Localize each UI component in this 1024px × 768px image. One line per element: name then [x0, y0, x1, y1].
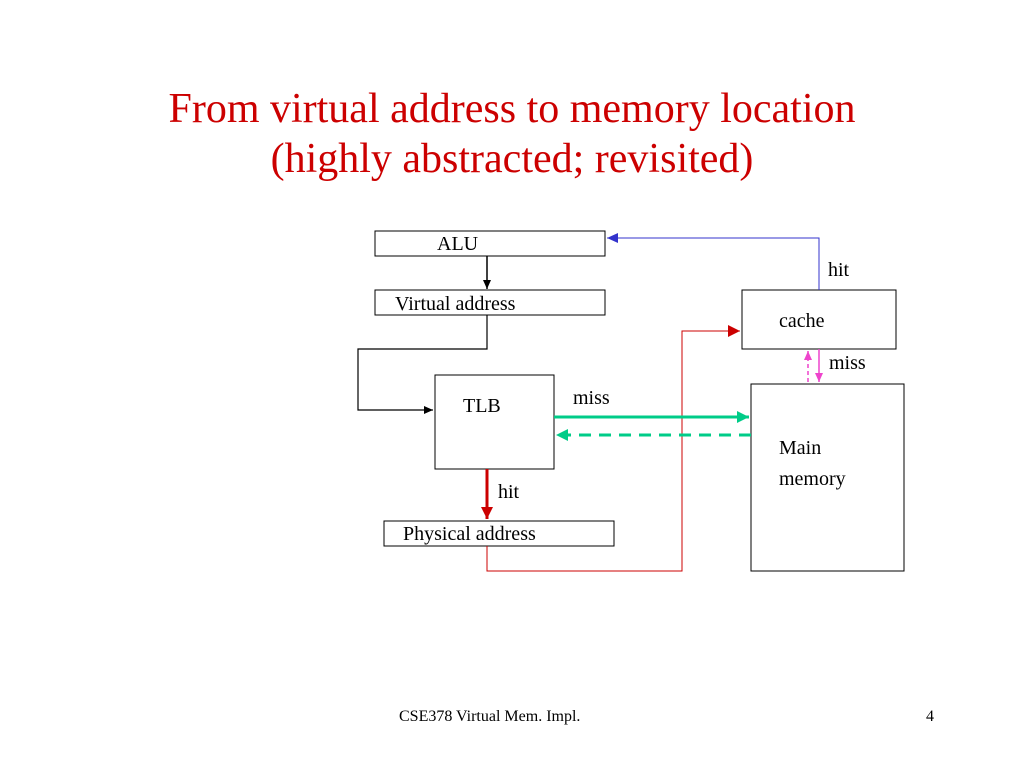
page-number: 4: [926, 708, 934, 725]
virtual-address-box: [374, 289, 606, 316]
physical-to-cache-arrow: [486, 325, 740, 572]
physical-address-box: [383, 520, 615, 547]
alu-box: [374, 230, 606, 257]
cache-miss-label: miss: [829, 352, 866, 374]
main-memory-label-line2: memory: [779, 468, 846, 490]
virtual-to-tlb-arrow: [357, 315, 488, 414]
cache-box: [741, 289, 897, 350]
cache-hit-label: hit: [828, 259, 850, 281]
footer-course: CSE378 Virtual Mem. Impl.: [399, 708, 581, 725]
tlb-hit-label: hit: [498, 481, 520, 503]
title-line-1: From virtual address to memory location: [168, 86, 856, 132]
cache-hit-arrow: [607, 233, 820, 290]
cache-label: cache: [779, 310, 825, 332]
tlb-label: TLB: [463, 395, 501, 417]
main-memory-box: [750, 383, 905, 572]
tlb-box: [434, 374, 555, 470]
alu-label: ALU: [437, 233, 479, 255]
title-line-2: (highly abstracted; revisited): [270, 136, 754, 182]
main-memory-label-line1: Main: [779, 437, 822, 459]
tlb-miss-label: miss: [573, 387, 610, 409]
slide-title: From virtual address to memory location …: [0, 84, 1024, 184]
physical-address-label: Physical address: [403, 523, 536, 545]
virtual-address-label: Virtual address: [395, 293, 516, 315]
